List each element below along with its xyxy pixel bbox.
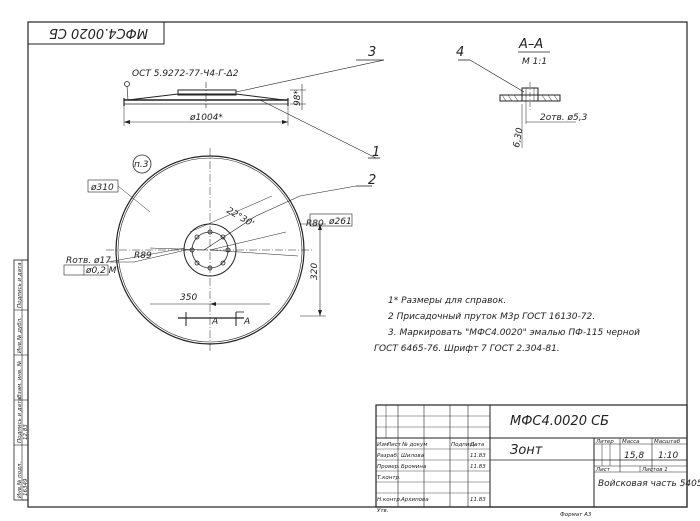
dim-outer-diameter: ø1004* (189, 113, 223, 123)
side-date: 12.83 (23, 424, 29, 440)
date-4: 11.83 (470, 497, 486, 503)
dim-holes: Rотв. ø17 (66, 256, 111, 266)
side-label-5: Подпись и дата (17, 262, 23, 308)
title-block-rows: Разраб. Провер. Т.контр. Н.контр. Утв. Ш… (377, 453, 486, 514)
section-title: А–А (518, 37, 543, 52)
code-stamp-box (27, 21, 165, 45)
note-3: 3. Маркировать "МФС4.0020" эмалью ПФ-115… (388, 328, 640, 338)
date-1: 11.83 (470, 464, 486, 470)
role-5: Утв. (377, 508, 389, 514)
sheets-label: Листов 1 (641, 467, 668, 473)
dim-section-holes: 2отв. ø5,3 (540, 113, 588, 123)
dim-350: 350 (180, 293, 197, 303)
mass-value: 15,8 (624, 451, 644, 461)
organization: Войсковая часть 54054 (598, 479, 700, 489)
side-label-4: Инв.№ дубл. (17, 317, 23, 353)
sheet-frame (27, 21, 688, 508)
name-4: Архипова (400, 497, 429, 503)
drawing-code: МФС4.0020 СБ (510, 414, 609, 429)
dim-angle: 22°30' (225, 206, 256, 230)
dim-height: 98* (293, 90, 303, 106)
sheet-label: Лист (595, 467, 611, 473)
title-block-grid (375, 404, 688, 508)
section-scale: М 1:1 (522, 57, 547, 67)
head-list: Лист (386, 442, 402, 448)
head-sign: Подпись (451, 442, 476, 448)
front-view (123, 59, 385, 159)
dim-radius-89: R89 (134, 251, 152, 261)
role-0: Разраб. (377, 453, 399, 459)
role-1: Провер. (377, 464, 400, 470)
dim-diameter-310: ø310 (90, 183, 114, 193)
dim-holes-tolerance: ø0,2 М (85, 266, 117, 276)
role-2: Т.контр. (377, 475, 401, 481)
drawing-name: Зонт (510, 443, 543, 458)
plan-holes (189, 229, 231, 271)
side-label-1: Инв.№ подл. (17, 462, 23, 498)
note-1: 1* Размеры для справок. (388, 296, 506, 306)
col-liter: Литер (595, 439, 614, 445)
side-label-3: Взам. инв. № (17, 360, 23, 398)
head-izm: Изм (377, 442, 388, 448)
role-4: Н.контр. (377, 497, 402, 503)
col-mass: Масса (622, 439, 640, 445)
side-label-2: Подпись и дата (17, 397, 23, 443)
dim-320: 320 (310, 263, 320, 280)
view-mark: п.3 (134, 160, 149, 170)
format-label: Формат А3 (560, 512, 592, 518)
callout-3: 3 (368, 45, 376, 60)
ost-standard: ОСТ 5.9272-77-Ч4-Г-Δ2 (132, 69, 239, 79)
callout-1: 1 (372, 145, 380, 160)
date-0: 11.83 (470, 453, 486, 459)
callout-2: 2 (368, 173, 376, 188)
dim-radius-80: R80 (306, 219, 324, 229)
side-inv: 16349 (23, 478, 29, 496)
head-doc: № докум (401, 442, 427, 448)
section-mark-a1: А (211, 317, 218, 327)
note-4: ГОСТ 6465-76. Шрифт 7 ГОСТ 2.304-81. (374, 344, 560, 354)
dim-section-depth: 6,30 (512, 127, 525, 149)
side-stamp: Инв.№ подл. Подпись и дата Взам. инв. № … (13, 259, 29, 501)
note-2: 2 Присадочный пруток М3р ГОСТ 16130-72. (388, 312, 595, 322)
section-mark-a2: А (243, 317, 250, 327)
name-1: Бромина (401, 464, 427, 470)
code-stamp: МФС4.0020 СБ (49, 25, 148, 40)
callout-4: 4 (456, 45, 464, 60)
head-date: Дата (469, 442, 485, 448)
dim-diameter-261: ø261 (328, 217, 352, 227)
plan-view (63, 148, 372, 352)
section-view (458, 51, 576, 148)
name-0: Шилова (401, 453, 425, 459)
col-scale: Масштаб (654, 439, 681, 445)
scale-value: 1:10 (658, 451, 678, 461)
